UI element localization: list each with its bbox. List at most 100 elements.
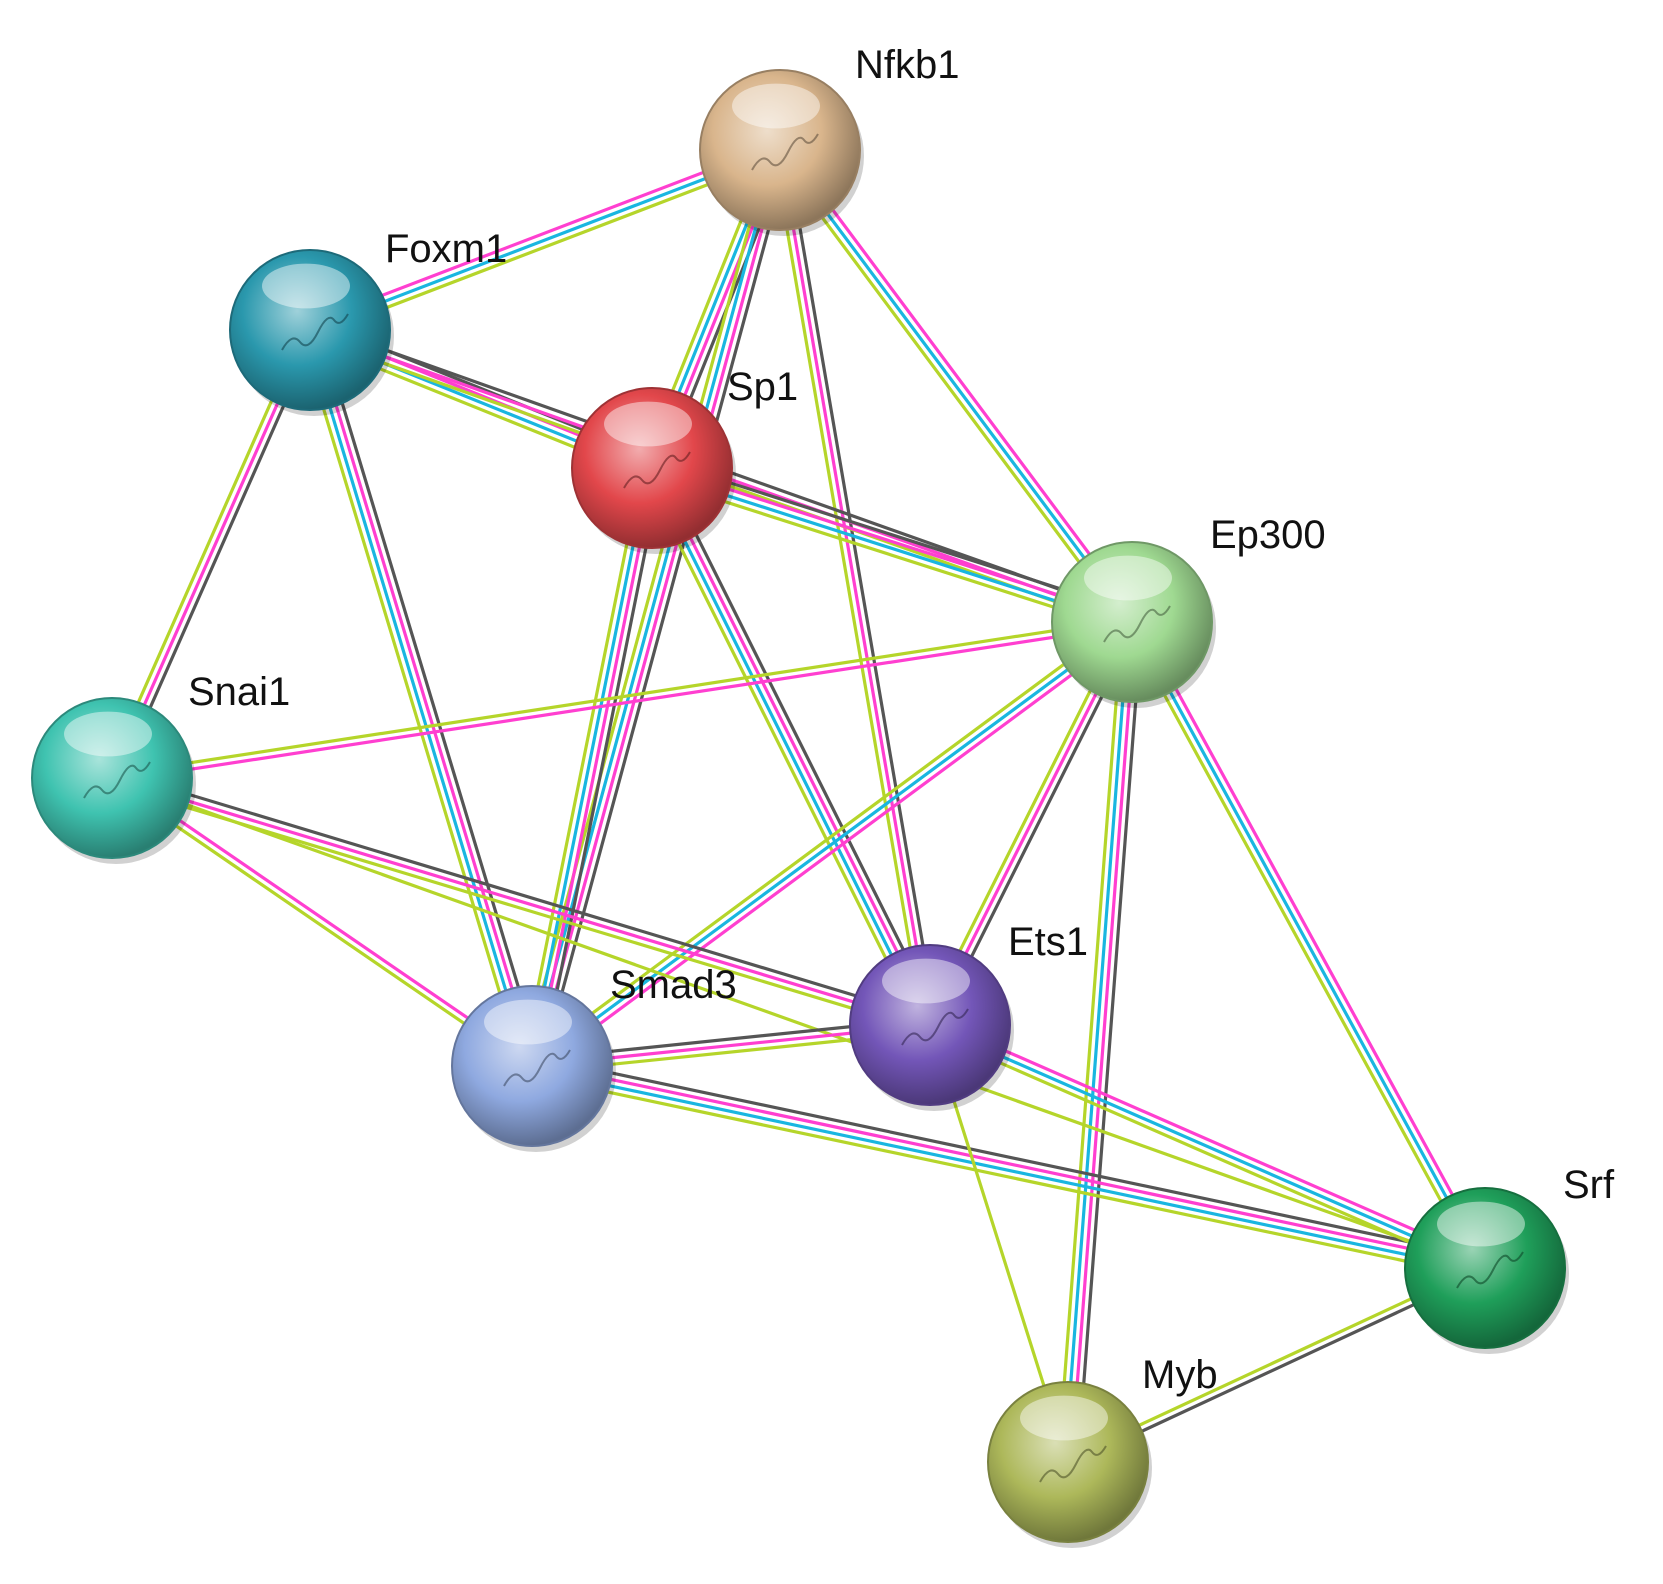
node-label: Myb [1142,1353,1218,1397]
node-sphere[interactable] [987,1381,1149,1543]
node-label: Foxm1 [385,227,507,271]
edge-line-lime [526,615,1130,1063]
edge-line-gray [1076,621,1144,1465]
edge-line-lime [1056,619,1124,1463]
edge-sp1-smad3[interactable] [520,464,664,1070]
edge-line-cyan [647,467,929,1029]
node-srf[interactable]: Srf [1404,1163,1615,1354]
node-myb[interactable]: Myb [987,1353,1218,1548]
edge-nfkb1-foxm1[interactable] [306,142,784,338]
edge-line-cyan [527,465,651,1067]
edge-line-lime [108,779,532,1071]
edge-line-magenta [533,467,657,1069]
edge-smad3-srf[interactable] [528,1054,1489,1280]
node-sphere[interactable] [571,387,733,549]
node-foxm1[interactable]: Foxm1 [229,227,507,416]
edge-line-gray [659,462,941,1023]
edge-line-cyan [778,148,1134,624]
node-label: Ets1 [1008,920,1088,964]
edge-snai1-smad3[interactable] [108,773,536,1071]
protein-structure-icon [751,133,819,171]
protein-structure-icon [623,451,691,489]
node-sphere[interactable] [31,697,193,859]
edge-line-magenta [534,625,1138,1073]
edge-ep300-myb[interactable] [1056,619,1144,1465]
node-highlight [882,958,970,1004]
node-sphere[interactable] [451,985,613,1147]
edge-line-lime [773,152,1129,628]
node-nfkb1[interactable]: Nfkb1 [699,43,960,236]
edge-line-cyan [1130,620,1487,1270]
edge-line-gray [784,147,939,1026]
edge-line-lime [299,331,525,1071]
edge-line-cyan [527,147,779,1067]
node-sphere[interactable] [849,944,1011,1106]
node-sp1[interactable]: Sp1 [571,365,798,554]
edge-nfkb1-ets1[interactable] [771,147,939,1028]
node-sphere[interactable] [699,69,861,231]
edge-nfkb1-ep300[interactable] [773,144,1139,628]
protein-structure-icon [503,1049,571,1087]
edge-line-lime [110,776,1487,1270]
edge-line-cyan [649,469,1133,627]
node-ets1[interactable]: Ets1 [849,920,1088,1111]
edge-line-gray [539,150,792,1071]
edge-sp1-ets1[interactable] [641,462,941,1031]
edge-line-magenta [110,776,932,1027]
protein-structure-icon [281,313,349,351]
node-snai1[interactable]: Snai1 [31,670,290,864]
edge-line-magenta [651,463,1135,621]
edge-line-magenta [783,144,1139,620]
node-highlight [604,401,692,447]
edge-ep300-srf[interactable] [1124,617,1493,1273]
edge-line-lime [771,149,926,1028]
node-highlight [1084,555,1172,601]
edge-sp1-ep300[interactable] [647,457,1137,633]
node-label: Smad3 [610,963,737,1007]
edge-line-magenta [653,464,935,1026]
edge-ep300-smad3[interactable] [526,615,1138,1073]
edge-line-magenta [531,1061,1488,1267]
edge-line-lime [1124,623,1481,1273]
edge-line-gray [532,1054,1489,1261]
edge-line-cyan [529,1067,1486,1273]
node-smad3[interactable]: Smad3 [451,963,737,1152]
edge-line-lime [520,145,773,1066]
edge-line-cyan [928,1023,1487,1270]
edge-line-cyan [305,329,531,1069]
edge-line-lime [310,154,784,338]
edge-foxm1-snai1[interactable] [104,325,318,783]
node-label: Sp1 [727,365,798,409]
node-sphere[interactable] [1404,1187,1566,1349]
protein-structure-icon [1103,605,1171,643]
protein-structure-icon [901,1008,969,1046]
edge-snai1-srf[interactable] [110,776,1487,1270]
edge-line-magenta [110,328,312,780]
edge-line-magenta [110,623,1135,783]
node-sphere[interactable] [229,249,391,411]
edge-line-lime [641,470,923,1031]
edge-ep300-snai1[interactable] [109,617,1135,783]
node-ep300[interactable]: Ep300 [1051,513,1326,708]
node-label: Nfkb1 [855,43,960,87]
edge-line-gray [112,770,934,1021]
edge-foxm1-smad3[interactable] [299,325,543,1071]
edge-line-magenta [311,327,537,1067]
edge-ets1-srf[interactable] [925,1017,1490,1276]
edge-line-magenta [306,142,780,326]
edge-line-cyan [1063,620,1131,1464]
edge-line-lime [647,475,1131,633]
edge-nfkb1-smad3[interactable] [520,145,792,1071]
node-label: Ep300 [1210,513,1326,557]
node-sphere[interactable] [1051,541,1213,703]
node-label: Snai1 [188,670,290,714]
edge-line-magenta [533,149,785,1069]
edge-line-gray [539,468,664,1070]
edge-line-cyan [308,148,782,332]
edge-line-magenta [1136,617,1493,1267]
node-highlight [262,263,350,309]
node-highlight [64,711,152,757]
edge-line-gray [317,325,543,1065]
